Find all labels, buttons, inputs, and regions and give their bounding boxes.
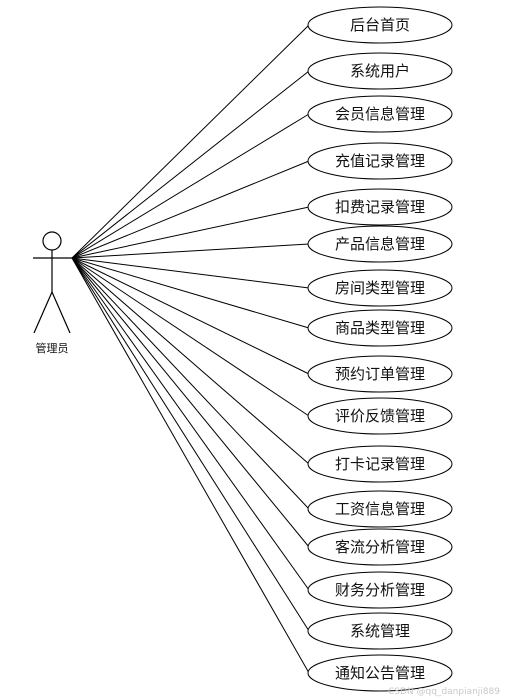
use-case-list: 后台首页系统用户会员信息管理充值记录管理扣费记录管理产品信息管理房间类型管理商品… xyxy=(307,6,453,692)
association-line xyxy=(71,257,310,417)
use-case-ellipse xyxy=(307,6,453,44)
association-line xyxy=(71,206,310,259)
use-case-label: 系统用户 xyxy=(350,62,410,80)
use-case: 通知公告管理 xyxy=(307,654,453,692)
actor-figure: 管理员 xyxy=(33,231,72,355)
association-lines xyxy=(71,24,310,674)
use-case: 后台首页 xyxy=(307,6,453,44)
use-case: 商品类型管理 xyxy=(307,309,453,347)
use-case-label: 会员信息管理 xyxy=(335,105,425,123)
association-line xyxy=(71,257,310,375)
use-case: 扣费记录管理 xyxy=(307,188,453,226)
use-case-ellipse xyxy=(307,612,453,650)
use-case-label: 产品信息管理 xyxy=(335,235,425,253)
association-line xyxy=(71,257,310,591)
use-case-ellipse xyxy=(307,571,453,609)
association-line xyxy=(71,70,310,259)
use-case-ellipse xyxy=(307,309,453,347)
use-case-label: 评价反馈管理 xyxy=(335,407,425,425)
use-case-ellipse xyxy=(307,490,453,528)
use-case: 打卡记录管理 xyxy=(307,445,453,483)
watermark: CSDN @qq_danpianji889 xyxy=(388,687,500,697)
association-line xyxy=(71,24,310,259)
use-case-label: 通知公告管理 xyxy=(335,664,425,682)
association-line xyxy=(71,113,310,259)
use-case-label: 打卡记录管理 xyxy=(335,455,425,473)
association-line xyxy=(71,257,310,329)
use-case-ellipse xyxy=(307,445,453,483)
association-line xyxy=(71,257,310,465)
use-case-label: 财务分析管理 xyxy=(335,581,425,599)
use-case: 工资信息管理 xyxy=(307,490,453,528)
use-case-label: 工资信息管理 xyxy=(335,500,425,518)
use-case-label: 系统管理 xyxy=(350,622,410,640)
use-case: 预约订单管理 xyxy=(307,355,453,393)
association-line xyxy=(71,257,310,632)
association-line xyxy=(71,257,310,289)
use-case-ellipse xyxy=(307,528,453,566)
actor-right-leg xyxy=(51,291,71,334)
use-case: 财务分析管理 xyxy=(307,571,453,609)
use-case-label: 充值记录管理 xyxy=(335,152,425,170)
actor-name: 管理员 xyxy=(36,341,69,355)
use-case-label: 房间类型管理 xyxy=(335,279,425,297)
association-line xyxy=(71,257,310,674)
use-case: 充值记录管理 xyxy=(307,142,453,180)
use-case: 系统管理 xyxy=(307,612,453,650)
use-case-ellipse xyxy=(307,188,453,226)
use-case-ellipse xyxy=(307,142,453,180)
actor-head xyxy=(42,231,62,251)
association-line xyxy=(71,257,310,510)
use-case-label: 商品类型管理 xyxy=(335,319,425,337)
use-case-label: 客流分析管理 xyxy=(335,538,425,556)
use-case-label: 后台首页 xyxy=(350,16,410,34)
use-case: 客流分析管理 xyxy=(307,528,453,566)
use-case-ellipse xyxy=(307,95,453,133)
association-line xyxy=(71,243,310,259)
use-case-ellipse xyxy=(307,397,453,435)
use-case-ellipse xyxy=(307,52,453,90)
use-case-ellipse xyxy=(307,654,453,692)
use-case-ellipse xyxy=(307,225,453,263)
use-case: 房间类型管理 xyxy=(307,269,453,307)
use-case: 会员信息管理 xyxy=(307,95,453,133)
association-line xyxy=(71,257,310,548)
use-case: 产品信息管理 xyxy=(307,225,453,263)
association-line xyxy=(71,160,310,259)
use-case-label: 扣费记录管理 xyxy=(335,198,425,216)
use-case: 评价反馈管理 xyxy=(307,397,453,435)
use-case-ellipse xyxy=(307,355,453,393)
actor-left-leg xyxy=(33,291,53,334)
use-case-label: 预约订单管理 xyxy=(335,365,425,383)
use-case: 系统用户 xyxy=(307,52,453,90)
use-case-ellipse xyxy=(307,269,453,307)
